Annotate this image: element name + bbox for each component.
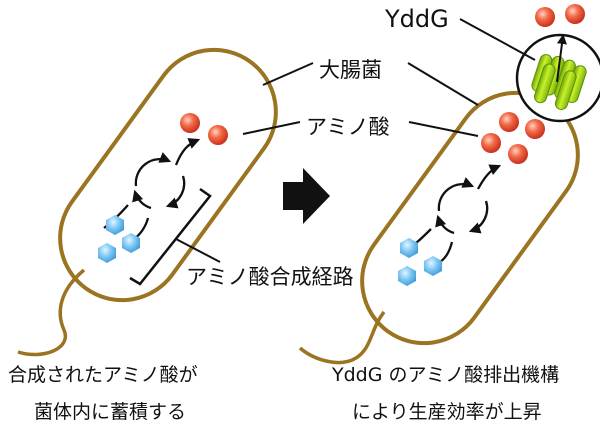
amino-acid-ball — [565, 4, 585, 24]
hexagon-icon — [98, 243, 116, 263]
export-arrow — [556, 34, 567, 83]
leader-lines — [175, 18, 536, 263]
left-cell-wall — [58, 47, 278, 303]
label-ecoli: 大腸菌 — [319, 58, 382, 82]
right-arrow-icon — [283, 168, 330, 224]
hexagon-icon — [400, 238, 418, 258]
label-amino-acid: アミノ酸 — [306, 115, 390, 139]
amino-acid-ball — [499, 112, 519, 132]
hexagon-icon — [122, 233, 140, 253]
hexagon-icon — [424, 256, 442, 276]
caption-right-line1: YddG のアミノ酸排出機構 — [331, 364, 559, 386]
amino-acid-ball — [208, 125, 228, 145]
amino-acid-ball — [525, 119, 545, 139]
hexagon-icon — [106, 215, 124, 235]
left-bacterium — [17, 47, 278, 357]
amino-acid-ball — [180, 113, 200, 133]
right-flagellum — [298, 310, 386, 365]
pathway-bracket — [129, 187, 212, 286]
label-yddg: YddG — [384, 5, 449, 33]
left-flagellum — [17, 268, 86, 357]
amino-acid-ball — [481, 133, 501, 153]
amino-acid-ball — [535, 7, 555, 27]
amino-acid-ball — [508, 144, 528, 164]
hexagon-icon — [398, 266, 416, 286]
circular-arrows-icon — [411, 164, 502, 263]
label-synthesis-pathway: アミノ酸合成経路 — [186, 265, 354, 289]
caption-left-line1: 合成されたアミノ酸が — [8, 364, 198, 386]
right-bacterium — [298, 4, 600, 365]
caption-right-line2: により生産効率が上昇 — [352, 401, 542, 423]
caption-left-line2: 菌体内に蓄積する — [34, 401, 186, 423]
